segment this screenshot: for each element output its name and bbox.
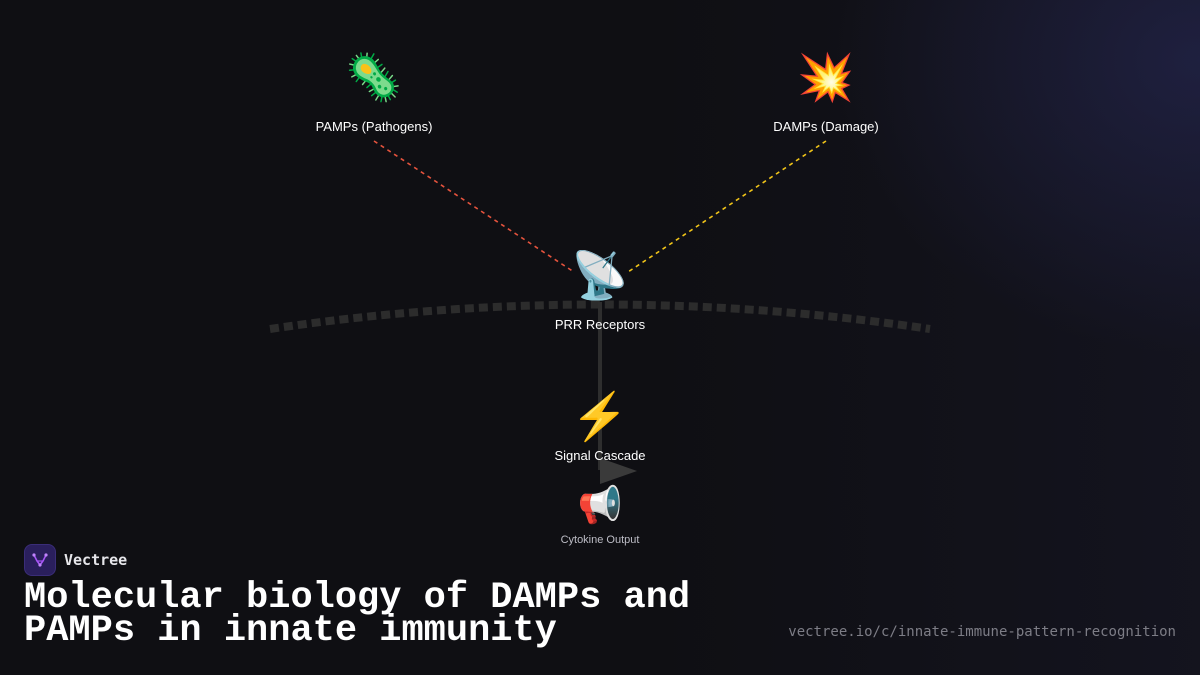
pamps-to-prr-edge	[373, 140, 575, 273]
lightning-icon: ⚡	[571, 390, 629, 442]
node-signal: ⚡ Signal Cascade	[554, 388, 645, 464]
node-cytokine: 📢 Cytokine Output	[561, 482, 640, 548]
node-prr-label: PRR Receptors	[554, 317, 646, 332]
satellite-antenna-icon: 📡	[571, 249, 629, 301]
node-damps: 💥 DAMPs (Damage)	[773, 49, 878, 135]
brand-name: Vectree	[64, 551, 128, 569]
brand: Vectree	[24, 544, 127, 576]
node-prr: 📡 PRR Receptors	[555, 247, 645, 333]
collision-icon: 💥	[797, 51, 855, 103]
page-title: Molecular biology of DAMPs and PAMPs in …	[24, 577, 691, 652]
node-pamps: 🦠 PAMPs (Pathogens)	[316, 49, 433, 135]
node-signal-label: Signal Cascade	[554, 448, 646, 463]
source-url: vectree.io/c/innate-immune-pattern-recog…	[788, 624, 1176, 640]
node-damps-label: DAMPs (Damage)	[773, 119, 879, 134]
megaphone-icon: 📢	[577, 484, 623, 525]
microbe-icon: 🦠	[345, 51, 403, 103]
vectree-logo-icon	[24, 544, 56, 576]
cell-membrane-arc	[269, 300, 931, 333]
node-pamps-label: PAMPs (Pathogens)	[315, 119, 433, 134]
node-cytokine-label: Cytokine Output	[560, 534, 640, 546]
damps-to-prr-edge	[627, 140, 827, 273]
signal-arrowhead	[600, 458, 637, 484]
